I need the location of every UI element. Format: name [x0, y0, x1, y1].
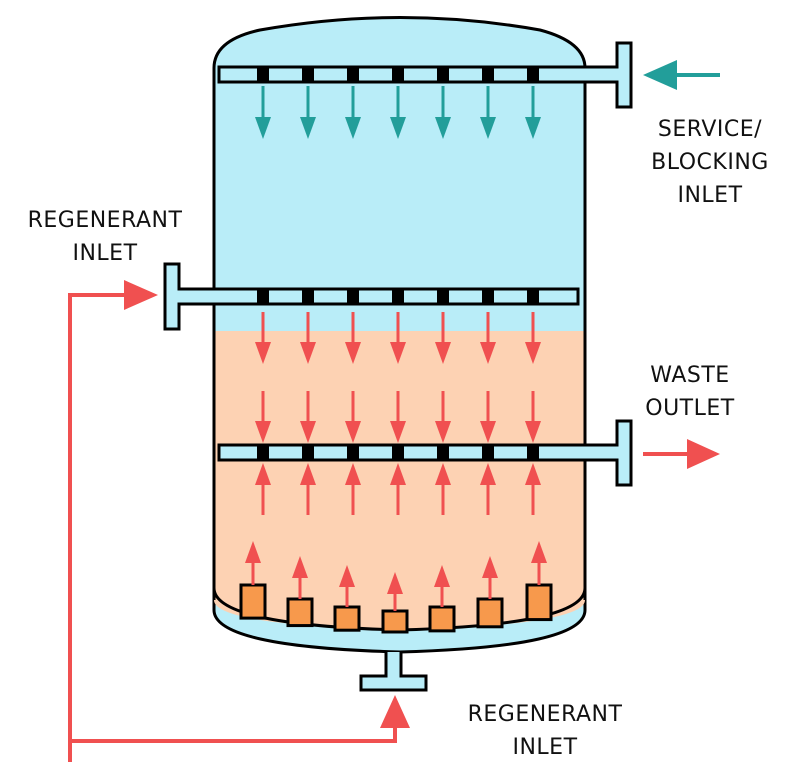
- label-service-inlet: SERVICE/ BLOCKING INLET: [630, 113, 790, 212]
- bottom-inlet-pipe: [359, 652, 428, 692]
- nozzle-up-arrow-icon: [434, 565, 450, 587]
- distributor-slot: [347, 67, 359, 82]
- distributor-slot: [482, 289, 494, 304]
- label-line: BLOCKING: [651, 150, 769, 175]
- distributor-slot: [302, 289, 314, 304]
- distributor-slot: [347, 445, 359, 460]
- regenerant-down-arrow-icon: [525, 342, 541, 364]
- distributor-slot: [302, 67, 314, 82]
- nozzle-up-arrow-icon: [339, 565, 355, 587]
- nozzle-up-arrow-icon: [245, 541, 261, 563]
- regenerant-supply-line: [68, 293, 125, 762]
- regenerant-down-arrow-icon: [255, 342, 271, 364]
- distributor-slot: [527, 289, 539, 304]
- bottom-nozzle: [476, 597, 504, 629]
- label-waste-outlet: WASTE OUTLET: [620, 359, 760, 425]
- distributor-slot: [437, 67, 449, 82]
- label-line: SERVICE/: [657, 117, 763, 142]
- regenerant-up-arrow-icon: [255, 463, 271, 485]
- distributor-slot: [392, 67, 404, 82]
- vessel-shell: [212, 16, 587, 600]
- regenerant-up-arrow-icon: [480, 463, 496, 485]
- regenerant-up-arrow-icon: [345, 463, 361, 485]
- distributor-slot: [257, 67, 269, 82]
- service-down-arrow-icon: [435, 117, 451, 139]
- service-down-arrow-icon: [480, 117, 496, 139]
- label-regenerant-inlet-left: REGENERANT INLET: [0, 204, 210, 270]
- service-down-arrow-icon: [300, 117, 316, 139]
- bottom-nozzle: [381, 609, 409, 634]
- nozzle-up-arrow-icon: [531, 541, 547, 563]
- regenerant-up-arrow-icon: [300, 463, 316, 485]
- distributor-slot: [527, 445, 539, 460]
- regenerant-down-arrow-icon: [480, 421, 496, 443]
- service-down-arrow-icon: [390, 117, 406, 139]
- distributor-slot: [392, 445, 404, 460]
- regenerant-bottom-line: [70, 726, 397, 743]
- label-line: REGENERANT: [27, 208, 183, 233]
- service-down-arrow-icon: [345, 117, 361, 139]
- bottom-nozzle: [286, 597, 314, 628]
- bottom-nozzle: [239, 583, 267, 620]
- water-zone: [214, 17, 585, 331]
- distributor-slot: [437, 445, 449, 460]
- label-line: WASTE: [650, 363, 730, 388]
- label-line: INLET: [72, 241, 138, 266]
- label-regenerant-inlet-bottom: REGENERANT INLET: [440, 698, 650, 764]
- nozzle-up-arrow-icon: [292, 556, 308, 578]
- label-line: INLET: [512, 735, 578, 760]
- regenerant-down-arrow-icon: [345, 421, 361, 443]
- waste-outlet-arrow-icon: [687, 439, 720, 469]
- regenerant-down-arrow-icon: [480, 342, 496, 364]
- distributor-slot: [482, 445, 494, 460]
- regenerant-up-arrow-icon: [435, 463, 451, 485]
- regenerant-up-arrow-icon: [390, 463, 406, 485]
- distributor-slot: [347, 289, 359, 304]
- service-down-arrow-icon: [525, 117, 541, 139]
- distributor-slot: [257, 289, 269, 304]
- distributor-slot: [527, 67, 539, 82]
- distributor-slot: [392, 289, 404, 304]
- distributor-slot: [437, 289, 449, 304]
- nozzle-up-arrow-icon: [482, 556, 498, 578]
- distributor-slot: [302, 445, 314, 460]
- label-line: INLET: [677, 183, 743, 208]
- distributor-slot: [257, 445, 269, 460]
- regenerant-down-arrow-icon: [435, 421, 451, 443]
- label-line: OUTLET: [645, 396, 735, 421]
- label-line: REGENERANT: [467, 702, 623, 727]
- regenerant-down-arrow-icon: [525, 421, 541, 443]
- regenerant-down-arrow-icon: [300, 421, 316, 443]
- bottom-nozzle: [333, 605, 361, 632]
- service-inlet-arrow-icon: [643, 60, 677, 90]
- regenerant-down-arrow-icon: [255, 421, 271, 443]
- regenerant-bottom-arrow-icon: [380, 695, 410, 728]
- regenerant-down-arrow-icon: [435, 342, 451, 364]
- regenerant-left-arrow-icon: [124, 280, 158, 310]
- service-down-arrow-icon: [255, 117, 271, 139]
- nozzle-up-arrow-icon: [387, 572, 403, 594]
- regenerant-down-arrow-icon: [300, 342, 316, 364]
- regenerant-down-arrow-icon: [390, 342, 406, 364]
- bottom-nozzle: [525, 583, 553, 622]
- bottom-nozzle: [428, 605, 456, 633]
- regenerant-up-arrow-icon: [525, 463, 541, 485]
- regenerant-down-arrow-icon: [390, 421, 406, 443]
- distributor-slot: [482, 67, 494, 82]
- regenerant-down-arrow-icon: [345, 342, 361, 364]
